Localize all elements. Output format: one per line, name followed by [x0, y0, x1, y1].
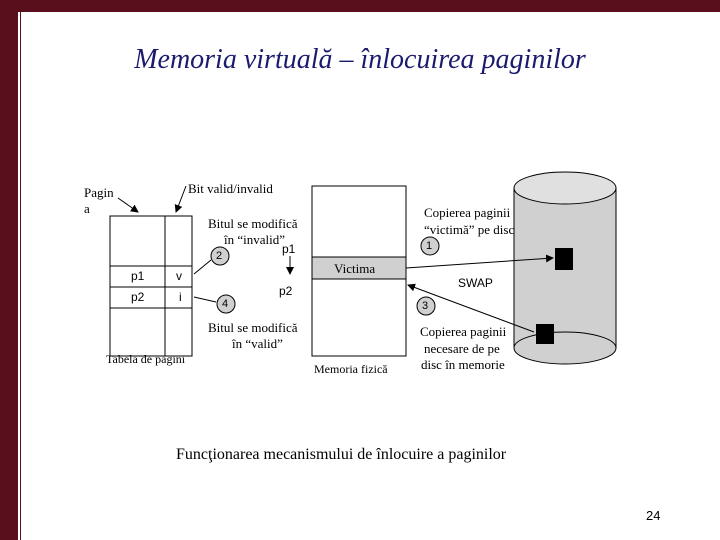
step-2-circle [210, 246, 230, 266]
p2-label: p2 [279, 284, 293, 298]
swap-label: SWAP [458, 276, 493, 290]
table-row-p2-page: p2 [131, 290, 145, 304]
step-3-circle [416, 296, 436, 316]
table-row-p1-page: p1 [131, 269, 145, 283]
slide-caption: Funcţionarea mecanismului de înlocuire a… [176, 446, 507, 463]
pages-label: Pagin [84, 185, 114, 200]
copy-needed-text-cont: necesare de pe [424, 341, 500, 356]
left-accent-bar [0, 0, 18, 540]
arrow-step4-to-table [193, 296, 217, 303]
page-table [109, 215, 193, 357]
pages-label-cont: a [84, 201, 90, 216]
bit-label: Bit valid/invalid [188, 181, 273, 196]
arrow-victim-to-disk [405, 254, 554, 269]
disk-block-victim [555, 248, 573, 270]
top-accent-bar [18, 0, 720, 12]
step-2-label: 2 [216, 250, 223, 262]
bit-invalid-text: Bitul se modifică [208, 216, 298, 231]
victim-label: Victima [334, 261, 376, 276]
step-4-circle [216, 294, 236, 314]
step-3-label: 3 [422, 300, 429, 312]
arrow-bit [174, 185, 187, 213]
copy-needed-text-end: disc în memorie [421, 357, 505, 372]
copy-victim-text: Copierea paginii [424, 205, 511, 220]
p1-label: p1 [282, 242, 296, 256]
page-table-caption: Tabela de pagini [106, 352, 186, 366]
bit-valid-text: Bitul se modifică [208, 320, 298, 335]
physical-memory-caption: Memoria fizică [314, 362, 388, 376]
arrow-step2-to-table [193, 259, 212, 275]
accent-line [20, 12, 21, 540]
arrow-disk-to-memory [407, 283, 535, 333]
physical-memory [311, 185, 407, 357]
slide-title: Memoria virtuală – înlocuirea paginilor [134, 44, 586, 75]
step-1-circle [420, 236, 440, 256]
disk-block-needed [536, 324, 554, 344]
step-1-label: 1 [426, 240, 433, 252]
bit-invalid-text-cont: în “invalid” [224, 232, 286, 247]
copy-needed-text: Copierea paginii [420, 324, 507, 339]
bit-valid-text-cont: în “valid” [232, 336, 283, 351]
page-number: 24 [646, 508, 661, 523]
table-row-p1-bit: v [176, 269, 182, 283]
arrow-pages [117, 197, 139, 213]
table-row-p2-bit: i [179, 290, 182, 304]
copy-victim-text-cont: “victimă” pe disc [424, 222, 515, 237]
step-4-label: 4 [222, 298, 229, 310]
